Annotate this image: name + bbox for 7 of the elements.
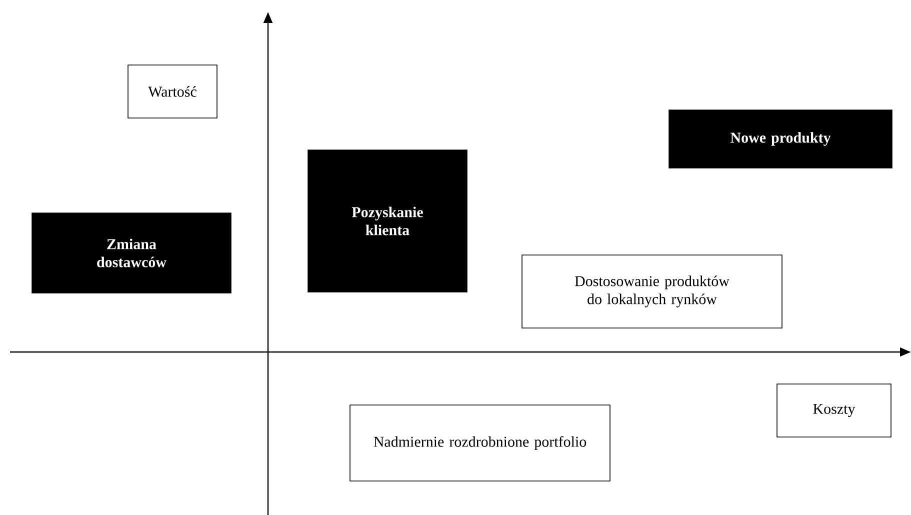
- quadrant-box: Nowe produkty: [668, 110, 892, 168]
- axis-label-box: Koszty: [776, 384, 892, 438]
- quadrant-box: Nadmiernie rozdrobnione portfolio: [350, 404, 610, 482]
- quadrant-box: Pozyskanie klienta: [308, 150, 468, 292]
- axis-label-box: Wartość: [128, 64, 218, 118]
- quadrant-box: Dostosowanie produktów do lokalnych rynków: [522, 254, 782, 328]
- quadrant-box: Zmiana dostawców: [32, 212, 232, 294]
